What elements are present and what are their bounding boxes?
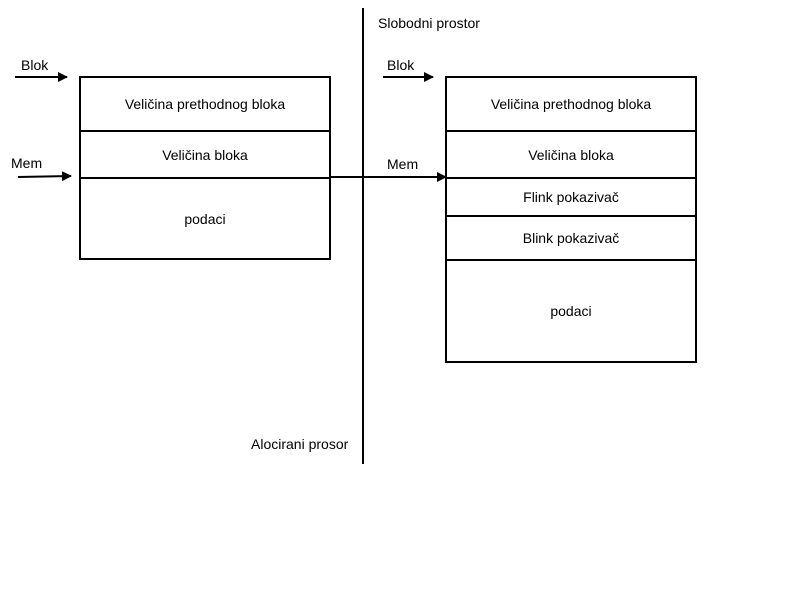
free-flink-text: Flink pokazivač	[523, 189, 619, 205]
allocated-prev-size-text: Veličina prethodnog bloka	[124, 96, 286, 112]
free-blink-field: Blink pokazivač	[447, 217, 695, 261]
allocated-size-field: Veličina bloka	[81, 132, 329, 179]
allocated-prev-size-field: Veličina prethodnog bloka	[81, 78, 329, 132]
free-size-text: Veličina bloka	[528, 146, 614, 163]
free-size-field: Veličina bloka	[447, 132, 695, 179]
free-blink-text: Blink pokazivač	[522, 230, 620, 246]
allocated-space-label: Alocirani prosor	[251, 436, 349, 452]
free-data-text: podaci	[550, 303, 592, 319]
free-space-label: Slobodni prostor	[378, 15, 480, 31]
free-prev-size-text: Veličina prethodnog bloka	[490, 96, 652, 112]
allocated-block: Veličina prethodnog bloka Veličina bloka…	[79, 76, 331, 260]
allocated-size-text: Veličina bloka	[162, 146, 248, 163]
free-block: Veličina prethodnog bloka Veličina bloka…	[445, 76, 697, 363]
right-blok-label: Blok	[387, 57, 415, 73]
free-prev-size-field: Veličina prethodnog bloka	[447, 78, 695, 132]
left-mem-label: Mem	[11, 155, 43, 171]
allocated-data-text: podaci	[184, 210, 226, 227]
left-mem-arrow	[17, 171, 72, 182]
free-flink-field: Flink pokazivač	[447, 179, 695, 217]
allocated-data-field: podaci	[81, 179, 329, 258]
left-blok-label: Blok	[21, 57, 49, 73]
free-data-field: podaci	[447, 261, 695, 361]
right-mem-label: Mem	[387, 156, 419, 172]
